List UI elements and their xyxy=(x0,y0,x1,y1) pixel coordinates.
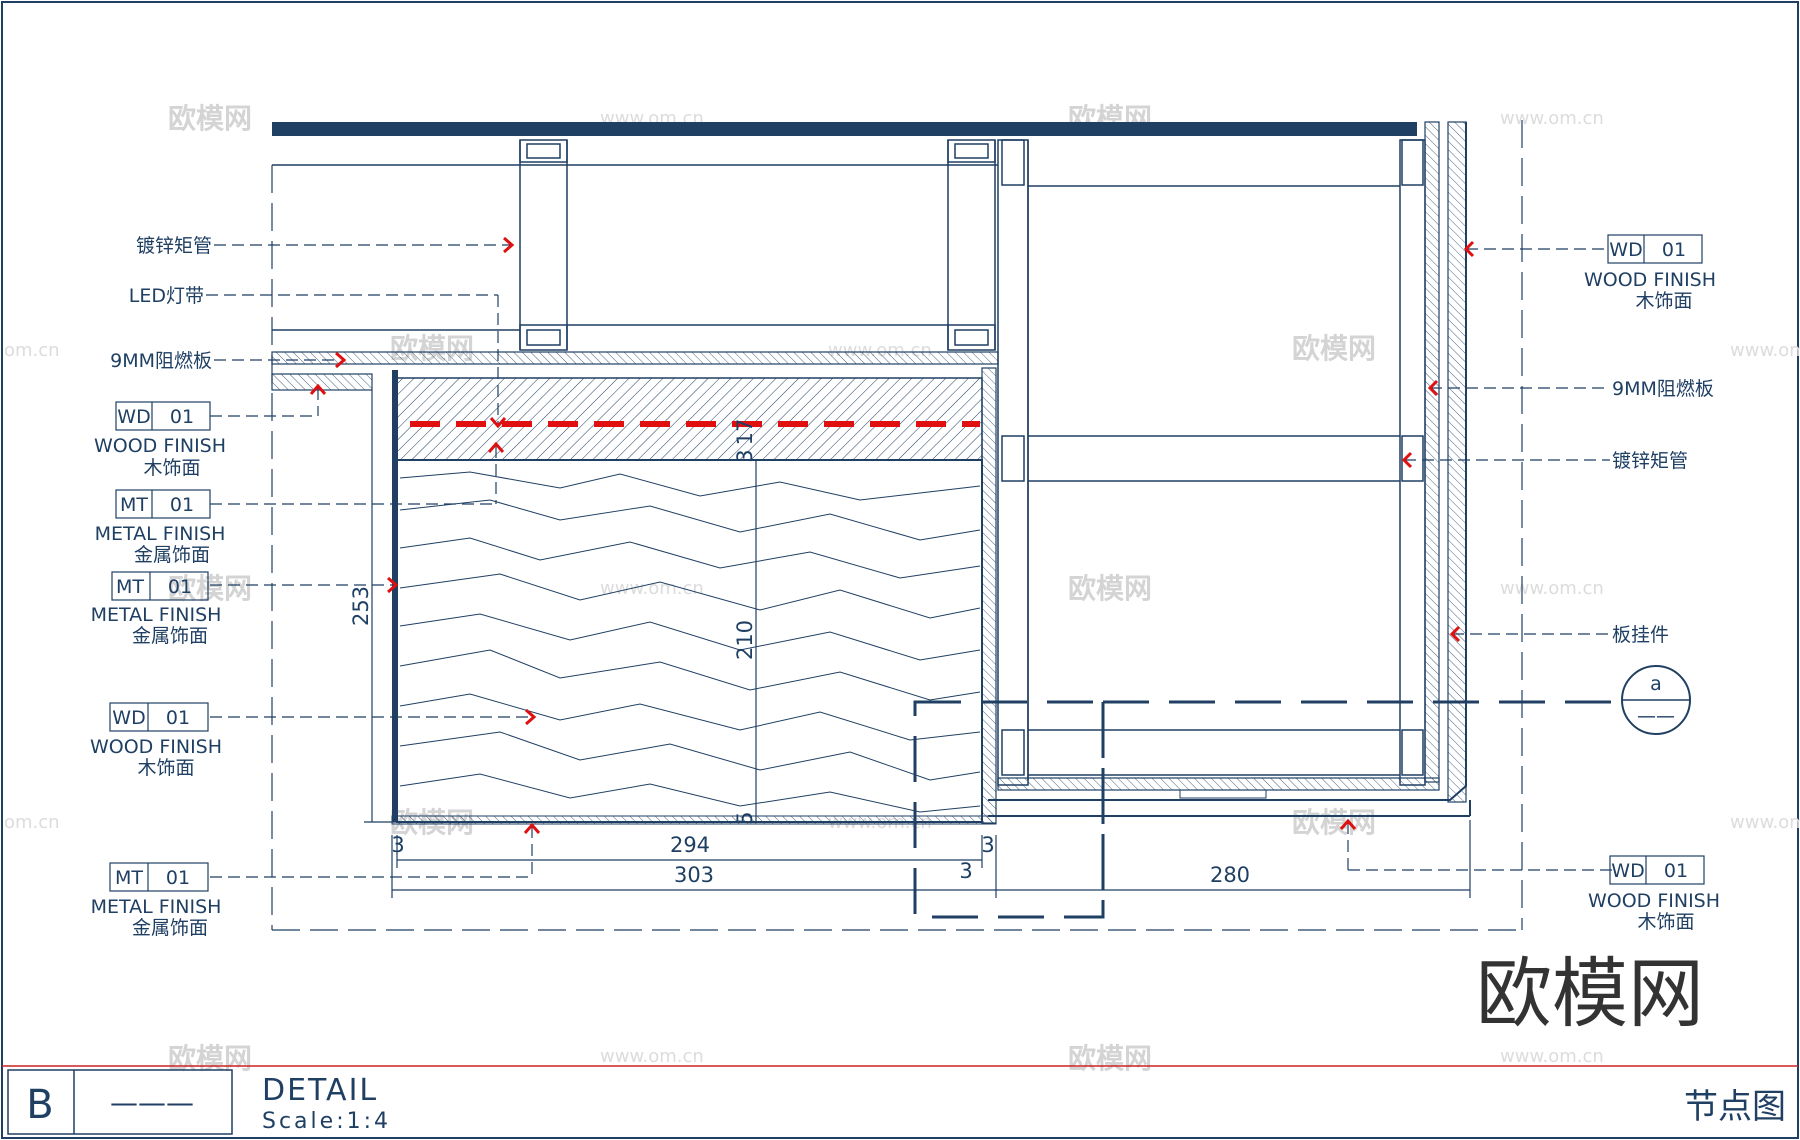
callout-fire-board: 9MM阻燃板 xyxy=(110,350,212,372)
svg-text:木饰面: 木饰面 xyxy=(1637,911,1694,933)
watermark-logo: 欧模网 xyxy=(1476,949,1704,1038)
svg-text:01: 01 xyxy=(170,406,194,428)
right-leaders xyxy=(1347,248,1612,871)
dimension-3: 3 xyxy=(981,833,994,857)
svg-text:木饰面: 木饰面 xyxy=(143,457,200,479)
drawing-title-cn: 节点图 xyxy=(1684,1087,1786,1127)
watermark-brand: 欧模网 xyxy=(1068,572,1152,605)
dimension-303: 303 xyxy=(674,863,714,887)
watermark-url-short: om.cn xyxy=(4,340,60,361)
section-cut xyxy=(913,700,1620,919)
wood-panel xyxy=(391,367,997,825)
bottom-return-finish xyxy=(988,122,1467,801)
dimension-210: 210 xyxy=(733,620,757,660)
svg-text:01: 01 xyxy=(168,576,192,598)
callout-panel-hanger: 板挂件 xyxy=(1612,624,1669,646)
sheet-letter: B xyxy=(26,1082,53,1128)
svg-text:MT: MT xyxy=(120,494,148,516)
svg-text:金属饰面: 金属饰面 xyxy=(134,544,210,566)
leader-arrows xyxy=(309,236,1475,834)
dimension-17: 17 xyxy=(733,419,757,446)
drawing-scale: Scale:1:4 xyxy=(262,1109,391,1134)
dimension-3: 3 xyxy=(391,833,404,857)
right-wall-finish xyxy=(1447,121,1467,803)
dimension-3: 3 xyxy=(733,449,757,462)
svg-text:WD: WD xyxy=(117,406,150,428)
watermark-brand: 欧模网 xyxy=(1292,806,1376,839)
right-callouts: WD 01 WOOD FINISH 木饰面 9MM阻燃板 镀锌矩管 板挂件 WD… xyxy=(1584,234,1720,933)
svg-text:WD: WD xyxy=(1609,239,1642,261)
bottom-gap-strip xyxy=(1179,789,1267,799)
svg-text:01: 01 xyxy=(170,494,194,516)
svg-text:WOOD FINISH: WOOD FINISH xyxy=(90,736,222,758)
svg-text:METAL FINISH: METAL FINISH xyxy=(95,523,226,545)
fire-board-strip xyxy=(271,351,999,365)
watermark-brand: 欧模网 xyxy=(1068,1042,1152,1075)
svg-text:METAL FINISH: METAL FINISH xyxy=(91,604,222,626)
watermark-url: www.om.cn xyxy=(1500,108,1604,129)
watermark-url: www.om.cn xyxy=(1730,340,1800,361)
finish-tag-wd-3: WD 01 WOOD FINISH 木饰面 xyxy=(1584,234,1716,312)
section-marker: a —— xyxy=(1621,665,1691,735)
finish-tag-mt-3: MT 01 METAL FINISH 金属饰面 xyxy=(91,862,222,939)
svg-text:WD: WD xyxy=(112,707,145,729)
finish-tag-wd-1: WD 01 WOOD FINISH 木饰面 xyxy=(94,401,226,479)
right-wall-board xyxy=(1424,121,1440,783)
finish-tag-wd-4: WD 01 WOOD FINISH 木饰面 xyxy=(1588,855,1720,933)
drawing-title: DETAIL xyxy=(262,1073,378,1108)
svg-text:01: 01 xyxy=(1662,239,1686,261)
guide-lines xyxy=(271,120,1523,931)
watermark-url: www.om.cn xyxy=(600,1046,704,1067)
dimension-294: 294 xyxy=(670,833,710,857)
section-marker-top: a xyxy=(1650,673,1662,695)
sheet-reference: ——— xyxy=(110,1086,194,1119)
callout-led-strip: LED灯带 xyxy=(129,285,204,307)
left-leaders xyxy=(206,244,533,878)
watermark-brand: 欧模网 xyxy=(1292,332,1376,365)
svg-text:MT: MT xyxy=(115,867,143,889)
section-marker-bottom: —— xyxy=(1637,705,1675,727)
dimension-253: 253 xyxy=(349,586,373,626)
watermark-url: www.om.cn xyxy=(600,578,704,599)
svg-text:木饰面: 木饰面 xyxy=(1635,290,1692,312)
watermark-layer: 欧模网 欧模网 欧模网 欧模网 欧模网 欧模网 欧模网 欧模网 欧模网 欧模网 … xyxy=(4,102,1800,1075)
svg-text:01: 01 xyxy=(166,707,190,729)
watermark-url: www.om.cn xyxy=(1500,1046,1604,1067)
dimension-5: 5 xyxy=(733,811,757,824)
watermark-url: www.om.cn xyxy=(1730,812,1800,833)
svg-text:MT: MT xyxy=(116,576,144,598)
svg-text:01: 01 xyxy=(1664,860,1688,882)
bottom-return-board xyxy=(997,777,1440,791)
callout-fire-board-right: 9MM阻燃板 xyxy=(1612,378,1714,400)
svg-text:METAL FINISH: METAL FINISH xyxy=(91,896,222,918)
watermark-url-short: om.cn xyxy=(4,812,60,833)
callout-galvanized-tube-right: 镀锌矩管 xyxy=(1612,450,1688,472)
right-frame xyxy=(997,139,1426,786)
svg-text:金属饰面: 金属饰面 xyxy=(132,625,208,647)
svg-text:木饰面: 木饰面 xyxy=(137,757,194,779)
metal-ledge xyxy=(271,373,373,391)
svg-text:01: 01 xyxy=(166,867,190,889)
finish-tag-wd-2: WD 01 WOOD FINISH 木饰面 xyxy=(90,702,222,779)
watermark-brand: 欧模网 xyxy=(168,102,252,135)
callout-galvanized-tube: 镀锌矩管 xyxy=(136,235,212,257)
svg-text:WOOD FINISH: WOOD FINISH xyxy=(1588,890,1720,912)
upper-frame xyxy=(272,139,998,351)
svg-text:WD: WD xyxy=(1611,860,1644,882)
watermark-url: www.om.cn xyxy=(1500,578,1604,599)
led-band xyxy=(396,377,983,461)
svg-text:WOOD FINISH: WOOD FINISH xyxy=(94,435,226,457)
title-block: B ——— DETAIL Scale:1:4 节点图 xyxy=(2,1065,1798,1135)
left-callouts: 镀锌矩管 LED灯带 9MM阻燃板 WD 01 WOOD FINISH 木饰面 … xyxy=(90,235,226,939)
top-slab xyxy=(272,122,1417,136)
finish-tag-mt-1: MT 01 METAL FINISH 金属饰面 xyxy=(95,489,226,566)
dimension-280: 280 xyxy=(1210,863,1250,887)
finish-tag-mt-2: MT 01 METAL FINISH 金属饰面 xyxy=(91,571,222,647)
dimension-3: 3 xyxy=(959,859,972,883)
svg-text:金属饰面: 金属饰面 xyxy=(132,917,208,939)
dimension-lines xyxy=(364,390,1471,898)
svg-text:WOOD FINISH: WOOD FINISH xyxy=(1584,269,1716,291)
